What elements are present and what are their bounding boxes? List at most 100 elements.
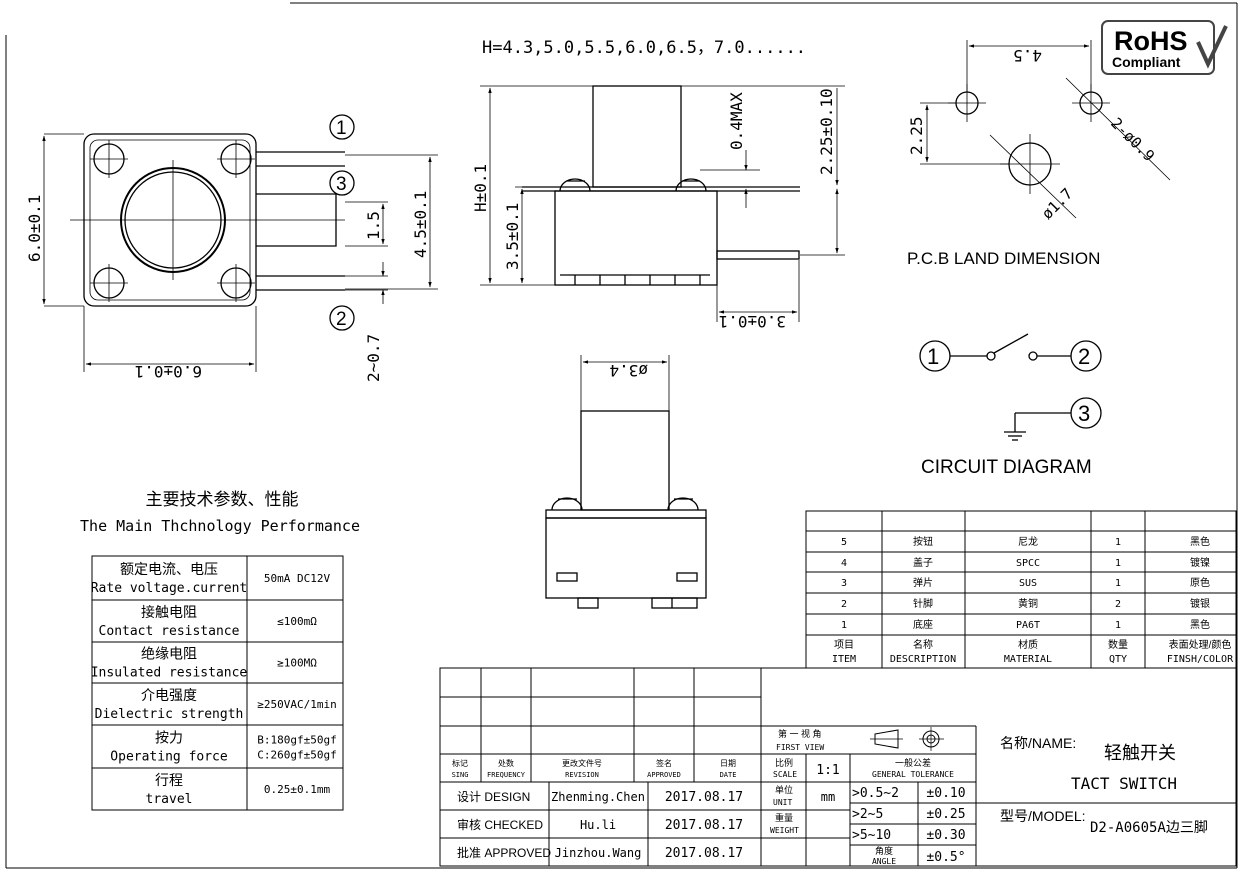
circuit-node-1: 1 (927, 344, 939, 369)
bom-header-cn: 材质 (1018, 638, 1038, 651)
bom-header-en: MATERIAL (1004, 654, 1052, 665)
bom-name: 针脚 (913, 597, 933, 610)
spec-name-cn: 按力 (155, 730, 183, 746)
check-icon (1196, 25, 1228, 69)
bom-qty: 1 (1115, 620, 1121, 631)
angle-tolerance: ±0.5° (926, 850, 965, 865)
spec-name-cn: 介电强度 (141, 687, 197, 703)
rohs-text: RoHS (1114, 26, 1188, 56)
name-label: 名称/NAME: (1000, 735, 1076, 751)
circuit-diagram (919, 333, 1102, 441)
spec-value: ≥100MΩ (277, 657, 317, 670)
bom-header-en: QTY (1109, 654, 1127, 665)
projection-en: FIRST VIEW (776, 743, 824, 752)
sign-role: 设计 DESIGN (457, 790, 530, 804)
bom-name: 弹片 (913, 576, 933, 589)
bom-qty: 1 (1115, 578, 1121, 589)
bom-no: 5 (841, 537, 847, 548)
specs-table (91, 555, 344, 811)
revision-header-cn: 处数 (498, 758, 514, 768)
tolerance-range: >0.5~2 (852, 786, 899, 801)
bom-mat: SUS (1019, 578, 1037, 589)
spec-name-en: Contact resistance (99, 624, 240, 639)
scale-cn: 比例 (775, 757, 793, 768)
specs-title-en: The Main Thchnology Performance (80, 517, 360, 535)
circuit-diagram-title: CIRCUIT DIAGRAM (921, 457, 1092, 478)
pcb-dim-45-label: 4.5 (1013, 46, 1042, 65)
model-label: 型号/MODEL: (1000, 808, 1086, 824)
bom-no: 4 (841, 558, 847, 569)
bom-header-en: ITEM (832, 654, 856, 665)
scale-value: 1:1 (816, 763, 839, 778)
tolerance-range: >2~5 (852, 807, 883, 822)
sheet-border (5, 2, 1238, 869)
model-value: D2-A0605A边三脚 (1090, 820, 1208, 836)
rohs-logo: RoHS Compliant (1101, 20, 1228, 75)
scale-en: SCALE (773, 770, 797, 779)
sign-role: 批准 APPROVED (457, 845, 551, 860)
spec-name-en: travel (146, 792, 193, 807)
revision-header-en: SING (452, 771, 469, 779)
top-view (42, 114, 438, 372)
side-view (480, 85, 845, 322)
revision-header-en: REVISION (565, 771, 599, 779)
weight-cn: 重量 (775, 812, 793, 823)
revision-header-cn: 签名 (656, 758, 672, 768)
spec-value: B:180gf±50gf (257, 734, 336, 747)
bom-name: 底座 (913, 618, 933, 631)
unit-value: mm (821, 790, 835, 804)
sign-role: 审核 CHECKED (457, 817, 543, 832)
unit-cn: 单位 (775, 784, 793, 795)
pcb-dim-center-label: ø1.7 (1038, 185, 1076, 223)
tolerance-value: ±0.10 (926, 786, 965, 801)
bom-finish: 黑色 (1190, 535, 1210, 548)
spec-name-cn: 绝缘电阻 (141, 646, 197, 662)
specs-title-cn: 主要技术参数、性能 (146, 490, 299, 509)
circuit-node-2: 2 (1078, 344, 1090, 369)
unit-en: UNIT (773, 798, 792, 807)
bom-mat: SPCC (1016, 558, 1040, 569)
spec-name-cn: 额定电流、电压 (120, 561, 218, 577)
spec-value: ≤100mΩ (277, 615, 317, 628)
spec-value: 0.25±0.1mm (264, 783, 331, 796)
bom-finish: 黑色 (1190, 618, 1210, 631)
bom-no: 2 (841, 599, 847, 610)
dim-lead-pos-label: 2.25±0.10 (817, 88, 836, 175)
tolerance-value: ±0.30 (926, 828, 965, 843)
spec-value: C:260gf±50gf (257, 749, 336, 762)
bom-header-cn: 表面处理/颜色 (1169, 638, 1232, 651)
bom-name: 盖子 (913, 556, 933, 569)
projection-cn: 第 一 视 角 (778, 728, 822, 739)
tolerance-en: GENERAL TOLERANCE (872, 770, 954, 779)
spec-name-en: Rate voltage.current (91, 581, 248, 596)
pcb-land (920, 40, 1171, 219)
spec-name-en: Dielectric strength (95, 707, 244, 722)
pcb-land-title: P.C.B LAND DIMENSION (907, 249, 1100, 268)
pin1-label: 1 (336, 118, 347, 139)
pcb-dim-hole-label: 2-ø0.9 (1107, 114, 1158, 165)
dim-h-label: H±0.1 (471, 164, 490, 212)
bom-header-en: FINSH/COLOR (1167, 654, 1234, 665)
front-view (545, 355, 707, 609)
dim-body-label: 3.5±0.1 (503, 203, 522, 270)
heights-note: H=4.3,5.0,5.5,6.0,6.5，7.0...... (482, 38, 806, 58)
bom-qty: 2 (1115, 599, 1121, 610)
bom-finish: 镀银 (1190, 597, 1210, 610)
angle-cn: 角度 (875, 845, 893, 856)
bom-name: 按钮 (913, 535, 933, 548)
dim-travel-label: 0.4MAX (727, 92, 746, 150)
dim-height-label: 6.0±0.1 (25, 195, 44, 262)
sign-date: 2017.08.17 (665, 818, 743, 833)
title-block (439, 667, 1237, 867)
dim-pitch-label: 4.5±0.1 (411, 191, 430, 258)
product-name-cn: 轻触开关 (1104, 743, 1176, 763)
bom-header-cn: 名称 (913, 638, 933, 651)
bom-table (805, 510, 1237, 669)
product-name-en: TACT SWITCH (1071, 774, 1177, 793)
sign-date: 2017.08.17 (665, 846, 743, 861)
revision-header-cn: 标记 (452, 758, 468, 768)
spec-value: ≥250VAC/1min (257, 698, 336, 711)
tolerance-range: >5~10 (852, 828, 891, 843)
